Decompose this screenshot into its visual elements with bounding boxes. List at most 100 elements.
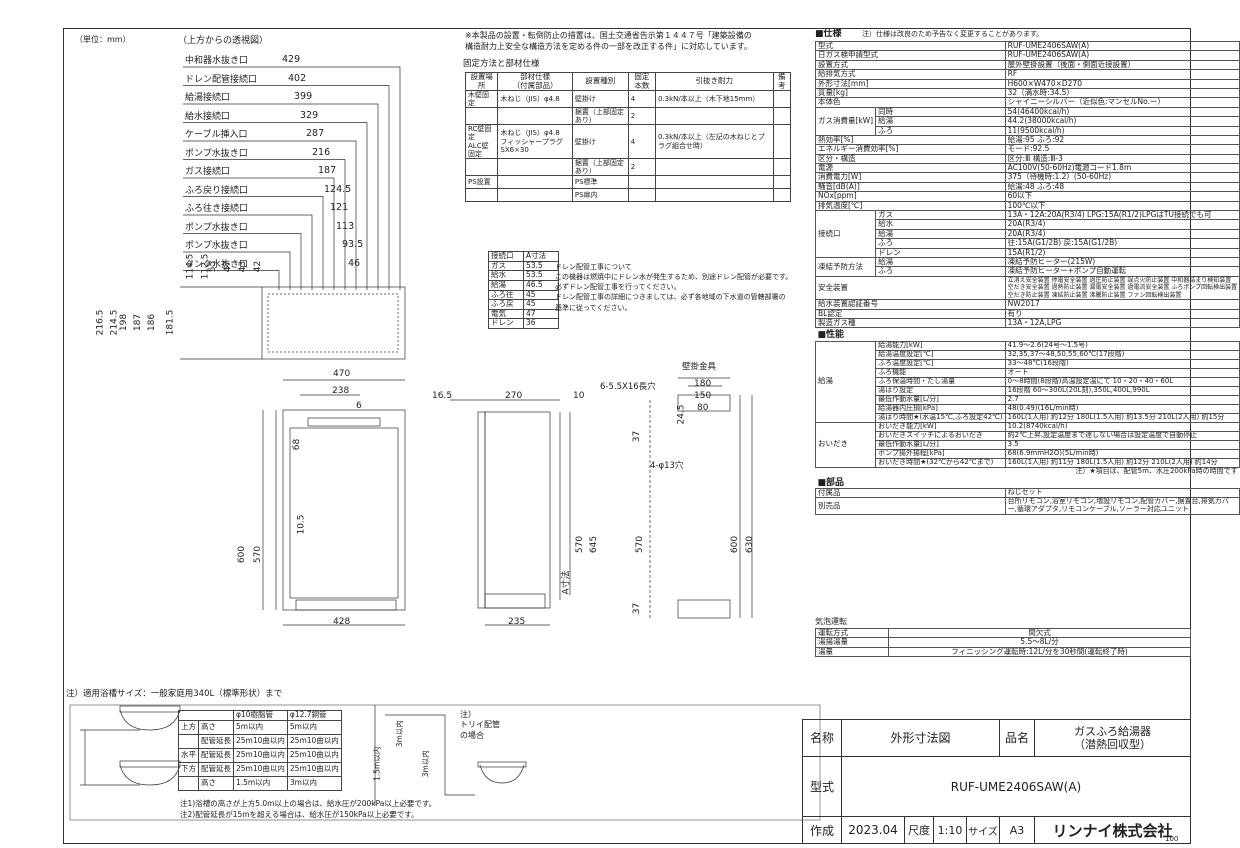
perf-key: ふろ機能 <box>875 367 1006 378</box>
perf-key: ふろ温度設定[℃] <box>875 358 1006 369</box>
pipe-cell: 上方 <box>178 719 199 735</box>
fix-table-cell: RC壁固定 ALC壁固定 <box>464 124 499 159</box>
fix-table-cell: 2 <box>627 107 656 126</box>
pipe-cell: 1.5m以内 <box>233 775 288 791</box>
fix-table-cell: 木壁固定 <box>464 90 499 109</box>
fix-table-cell <box>772 187 792 202</box>
connection-dimension: 287 <box>306 128 325 139</box>
connection-dimension: 402 <box>288 72 307 84</box>
pipe-cell: 25m10曲以内 <box>233 733 288 749</box>
made-label: 作成 <box>802 816 842 844</box>
table-row: ふろ凍結予防ヒーター+ポンプ自動運転 <box>816 266 1240 277</box>
perf-key: 給湯器内圧損[kPa] <box>875 403 1006 414</box>
back-h3: 630 <box>745 535 756 554</box>
notice-line: 構造耐力上安全な構造方法を定める件の一部を改正する件」に対応しています。 <box>465 41 752 51</box>
perf-key: 最低作動水量[L/分] <box>875 394 1006 405</box>
table-row: 設置方式屋外壁掛設置（後面・側面近接設置） <box>815 59 1240 71</box>
back-w1: 180 <box>694 379 712 389</box>
connection-label: ふろ戻り接続口 <box>185 185 249 196</box>
table-row: ふろ温度設定[℃]33〜48℃(16段階) <box>816 358 1240 369</box>
fix-table-cell: 4 <box>627 90 656 109</box>
front-bottom: 428 <box>333 617 351 627</box>
trap-note-line: トリイ配管 <box>460 720 500 730</box>
side-h2: 645 <box>589 535 600 554</box>
fix-table-cell: 2 <box>627 157 656 176</box>
spec-value: 60以下 <box>1004 191 1240 202</box>
spec-subkey: 給湯 <box>875 116 1006 127</box>
perf-value: 48(0.49)(16L/min時) <box>1004 403 1240 414</box>
fix-table-cell <box>627 187 656 202</box>
table-row: 最低作動水量[L/分]2.7 <box>816 394 1240 405</box>
connection-dimension: 329 <box>300 109 319 121</box>
fix-table-header: 備考 <box>772 71 792 92</box>
fix-table-header: 部材仕様 （付属部品） <box>497 71 573 92</box>
back-h2: 600 <box>730 535 741 554</box>
connection-label: ポンプ水抜き口 <box>185 241 248 251</box>
spec-subkey: 同時 <box>875 106 1006 118</box>
perf-key: おいだきスイッチによるおいだき <box>875 430 1006 441</box>
fix-table-cell <box>497 157 573 176</box>
fix-table-cell: 木ねじ（JIS）φ4.8 <box>497 90 573 109</box>
spec-value: モード:92.5 <box>1004 144 1240 155</box>
date-value: 2023.04 <box>841 816 905 844</box>
table-row: 安全装置立消え安全装置 停電安全装置 過圧防止装置 誤点火防止装置 中和器詰まり… <box>815 275 1240 301</box>
fix-table-header: 設置場所 <box>464 71 499 92</box>
table-row: 消費電力[W]375（待機時:1.2）(50-60Hz) <box>815 172 1240 183</box>
pipe-cell: 25m10曲以内 <box>233 747 288 763</box>
connection-label: 中和器水抜き口 <box>185 56 249 66</box>
connection-dimension: 93.5 <box>342 239 364 250</box>
perf-value: 160L(1人用) 約12分 180L(1.5人用) 約13.5分 210L(2… <box>1004 412 1240 423</box>
pipe-cell: 3m以内 <box>286 775 342 791</box>
spec-value: 11(9500kcal/h) <box>1004 125 1240 136</box>
spec-group-label: ガス消費量[kW] <box>814 106 877 136</box>
pipe-cell: 5m以内 <box>233 719 288 735</box>
drain-note: この機器は燃焼中にドレン水が発生するため、別途ドレン配管が必要です。 <box>555 273 793 282</box>
perf-value: 32,35,37〜48,50,55,60℃(17段階) <box>1004 349 1240 360</box>
front-width: 470 <box>333 369 351 379</box>
table-row: ふろ機能オート <box>816 367 1240 378</box>
spec-note: 注）仕様は改良のため予告なく変更することがあります。 <box>862 30 1044 38</box>
table-row: 湯量フィニッシング運転時:12L/分を30秒間(運転終了時) <box>815 646 1191 658</box>
pipe-note: 注1)浴槽の高さが上方5.0m以上の場合は、給水圧が200kPa以上必要です。 <box>180 799 437 808</box>
pipe-cell: 配管延長 <box>198 747 234 763</box>
perf-key: ふろ保温時間・たし湯量 <box>875 376 1006 387</box>
pipe-cell <box>178 775 199 791</box>
table-row: ふろ往:15A(G1/2B) 戻:15A(G1/2B) <box>816 238 1240 249</box>
fix-table-header: 引抜き耐力 <box>654 71 774 92</box>
product-label: 品名 <box>999 719 1035 757</box>
a-table-cell: 給水 <box>488 270 524 281</box>
spec-key: エネルギー消費効率[%] <box>815 144 1006 155</box>
bath-value: フィニッシング運転時:12L/分を30秒間(運転終了時) <box>888 646 1191 658</box>
left-vertical-dimension: 198 <box>119 313 130 332</box>
bath-value: 5.5〜8L/分 <box>888 637 1191 648</box>
side-a-dim: A寸法 <box>561 570 572 595</box>
pipe-cell: 25m10曲以内 <box>233 761 288 777</box>
pipe-notes: 注1)浴槽の高さが上方5.0m以上の場合は、給水圧が200kPa以上必要です。 … <box>180 798 436 821</box>
front-width-3: 6 <box>356 401 362 411</box>
table-row: 給湯器内圧損[kPa]48(0.49)(16L/min時) <box>816 403 1240 414</box>
fix-table-header: 設置種別 <box>571 71 629 92</box>
table-row: ■性能 <box>816 328 1240 341</box>
page-number: 100 <box>1165 835 1179 843</box>
spec-group-label: 接続口 <box>814 210 877 258</box>
perf-value: 10.2(8740kcal/h) <box>1004 421 1240 432</box>
perf-key: おいだき能力[kW] <box>875 421 1006 432</box>
spec-value: NW2017 <box>1004 299 1240 310</box>
spec-subkey: 給湯 <box>875 228 1006 240</box>
back-d2: 37 <box>632 430 643 443</box>
drain-note: ドレン配管工事について <box>555 263 632 271</box>
connection-dimension: 187 <box>318 165 337 176</box>
unit-label: （単位：mm） <box>75 35 131 44</box>
table-row: 据置（上部固定あり）2 <box>464 107 792 126</box>
pipe-corner <box>178 710 234 721</box>
fix-table-cell <box>772 90 792 109</box>
